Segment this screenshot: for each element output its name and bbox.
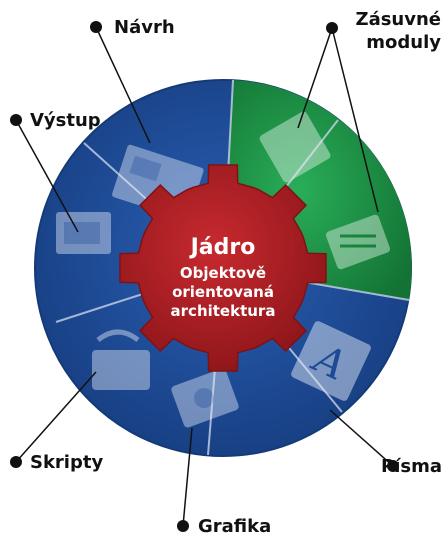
- core-subtitle-line2: orientovaná: [172, 283, 274, 301]
- label-scripts: Skripty: [30, 452, 103, 473]
- label-graphics: Grafika: [198, 516, 271, 536]
- scripts-segment-picture: [92, 329, 150, 390]
- core-subtitle-line1: Objektově: [180, 264, 266, 282]
- core-title: Jádro: [189, 235, 256, 260]
- leader-lines: [15, 26, 394, 527]
- fonts-segment-picture: A: [291, 321, 371, 401]
- label-plugins-line1: Zásuvné: [356, 9, 441, 30]
- output-segment-picture: [56, 212, 111, 254]
- graphics-segment-picture: [171, 368, 239, 428]
- core-subtitle-line3: architektura: [171, 302, 276, 320]
- label-output: Výstup: [30, 110, 101, 131]
- label-fonts: Písma: [381, 456, 442, 477]
- label-plugins-line2: moduly: [366, 32, 441, 53]
- label-dots: [10, 21, 399, 532]
- plugins-segment-picture: [259, 111, 391, 270]
- label-design: Návrh: [114, 17, 175, 38]
- core-gear: [119, 164, 327, 372]
